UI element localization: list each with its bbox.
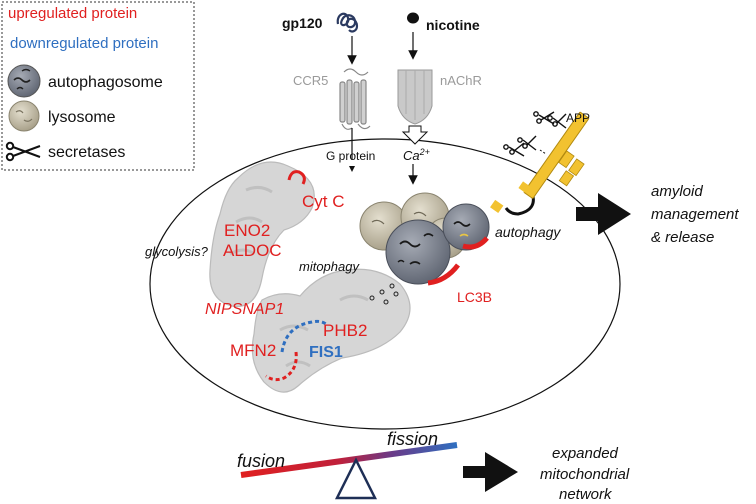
mfn2-label: MFN2 [230,341,276,360]
app-protein-icon [490,111,590,213]
amyloid-outcome-line3: & release [651,229,714,246]
app-cleavage-line [539,149,547,155]
autophagy-curve-arrow [504,191,535,216]
balance-beam [240,442,458,478]
network-outcome-line3: network [559,486,613,503]
network-outcome-line2: mitochondrial [540,466,630,483]
legend-secretases-label: secretases [48,144,125,161]
nicotine-dot-icon [407,12,419,24]
mitophagy-label: mitophagy [299,259,360,274]
nipsnap1-label: NIPSNAP1 [205,301,284,318]
nachr-label: nAChR [440,73,482,88]
legend-autophagosome-label: autophagosome [48,74,163,91]
gp120-label: gp120 [282,15,323,31]
eno2-label: ENO2 [224,221,270,240]
gp120-squiggle-icon [336,12,359,33]
lc3b-marker [462,236,489,250]
ccr5-label: CCR5 [293,73,328,88]
amyloid-outcome-line1: amyloid [651,183,703,200]
secretase-scissors-icon [503,142,525,157]
legend-upregulated-label: upregulated protein [8,5,137,22]
network-outcome-line1: expanded [552,445,619,462]
legend-downregulated-label: downregulated protein [10,35,158,52]
lc3b-marker [427,263,460,286]
vesicle-dots [369,283,399,305]
aldoc-label: ALDOC [223,241,282,260]
lc3b-label: LC3B [457,289,492,305]
lysosome-legend-icon [8,100,40,132]
ccr5-receptor-icon [339,68,371,130]
g-protein-arrowhead [349,166,355,172]
fusion-fission-balance [240,442,458,500]
legend-lysosome-label: lysosome [48,109,116,126]
g-protein-label: G protein [326,149,375,163]
network-outcome-arrow [463,452,518,492]
balance-fulcrum [334,457,378,500]
fusion-label: fusion [237,451,285,471]
app-label: APP [566,111,590,125]
amyloid-outcome-line2: management [651,206,739,223]
autophagosome-icon [442,203,490,251]
cell-membrane [149,138,621,430]
calcium-label: Ca2+ [403,147,430,163]
fis1-label: FIS1 [309,344,343,361]
mitochondria-network [209,161,411,393]
secretase-scissors-icon [517,135,537,151]
calcium-influx-arrow [401,125,429,145]
mitochondrion-upper [209,161,315,308]
cytc-marker [287,170,306,185]
cytc-label: Cyt C [302,192,345,211]
scissors-legend-icon [5,141,41,162]
fission-label: fission [387,429,438,449]
autophagosome-legend-icon [7,64,41,98]
autophagy-cluster [359,192,490,286]
legend: upregulated protein downregulated protei… [1,1,195,171]
phb2-label: PHB2 [323,321,367,340]
mfn2-marker [265,351,298,382]
nicotine-label: nicotine [426,17,480,33]
glycolysis-label: glycolysis? [145,244,209,259]
fis1-marker [280,319,327,353]
autophagy-label: autophagy [495,224,561,240]
secretase-scissors-icon [547,113,567,129]
nachr-channel-icon [397,69,433,125]
autophagosome-icon [385,219,451,285]
secretase-scissors-icon [533,111,555,125]
amyloid-outcome-arrow [576,193,631,235]
